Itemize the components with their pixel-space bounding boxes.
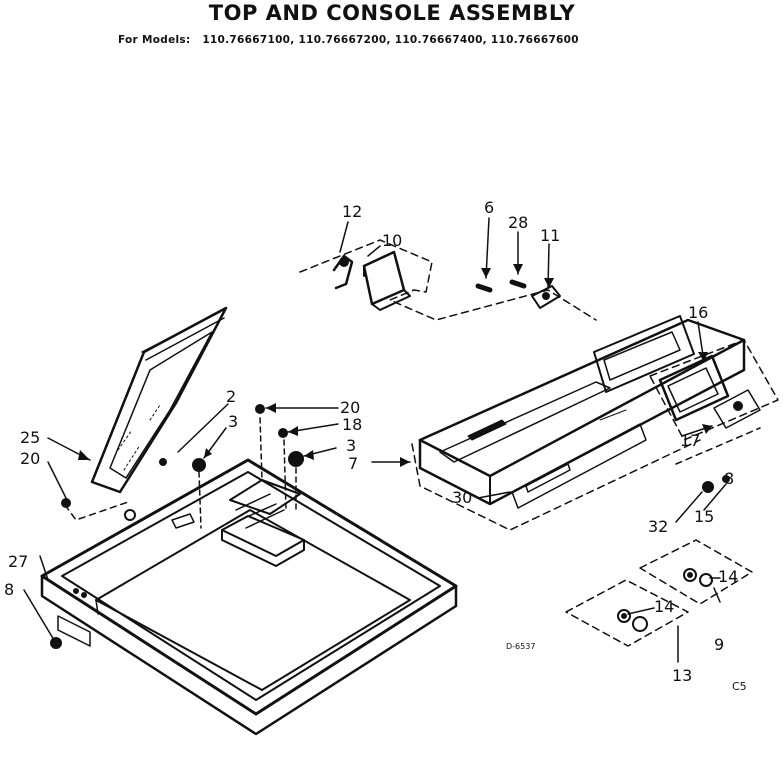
bracket-parts (299, 239, 597, 321)
callout-2: 2 (226, 387, 236, 406)
models-prefix: For Models: (118, 34, 191, 46)
callout-30: 30 (452, 488, 472, 507)
hardware-bag-lower (565, 579, 689, 647)
callout-3-right: 3 (346, 436, 356, 455)
bumper-3b (288, 451, 304, 467)
models-line: For Models: 110.76667100, 110.76667200, … (118, 34, 718, 46)
main-top-part (40, 458, 458, 736)
screw-18 (278, 428, 288, 438)
callout-9: 9 (714, 635, 724, 654)
callout-27: 27 (8, 552, 28, 571)
leader-lines (23, 217, 727, 663)
callout-14-lower: 14 (654, 597, 674, 616)
callout-8-right: 8 (724, 469, 734, 488)
page-code: C5 (732, 680, 747, 693)
hardware-bag-upper (639, 539, 753, 605)
callout-28: 28 (508, 213, 528, 232)
callout-20-left: 20 (20, 449, 40, 468)
drawing-number: D-6537 (506, 642, 535, 651)
callout-10: 10 (382, 231, 402, 250)
callout-11: 11 (540, 226, 560, 245)
models-list: 110.76667100, 110.76667200, 110.76667400… (202, 34, 579, 46)
timer-housing-part (649, 339, 779, 441)
screw-8 (50, 637, 62, 649)
callout-15: 15 (694, 507, 714, 526)
callout-25: 25 (20, 428, 40, 447)
callout-7: 7 (348, 454, 358, 473)
callout-labels: 12 10 6 28 11 16 25 20 2 3 20 18 3 7 30 … (4, 198, 747, 693)
callout-32: 32 (648, 517, 668, 536)
callout-18: 18 (342, 415, 362, 434)
callout-16: 16 (688, 303, 708, 322)
diagram-title: TOP AND CONSOLE ASSEMBLY (208, 1, 576, 25)
callout-20-right: 20 (340, 398, 360, 417)
callout-3-left: 3 (228, 412, 238, 431)
callout-14-upper: 14 (718, 567, 738, 586)
bumper-3 (192, 458, 206, 472)
callout-13: 13 (672, 666, 692, 685)
callout-17: 17 (680, 431, 700, 450)
callout-8-left: 8 (4, 580, 14, 599)
knob-32 (702, 481, 714, 493)
lid-part (90, 306, 228, 494)
callout-12: 12 (342, 202, 362, 221)
callout-6: 6 (484, 198, 494, 217)
arrowheads (78, 264, 712, 467)
clip-2 (124, 509, 136, 521)
screw-20 (255, 404, 265, 414)
